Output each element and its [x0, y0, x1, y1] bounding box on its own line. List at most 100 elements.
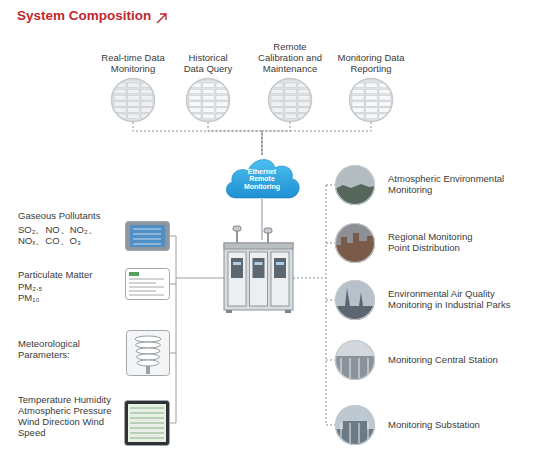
photo-image	[335, 405, 375, 445]
screenshot-cell	[285, 114, 297, 119]
arrow-head	[160, 14, 166, 20]
screenshot-cell	[203, 89, 215, 94]
display-row	[130, 428, 164, 429]
screenshot-cell	[189, 102, 201, 107]
uplink-wire	[262, 199, 263, 240]
bracket-wire	[326, 185, 335, 186]
screenshot-cell	[285, 108, 297, 113]
screenshot-bg	[111, 78, 155, 122]
screenshot-cell	[141, 95, 153, 100]
screen-line	[133, 229, 161, 230]
node-label: Temperature Humidity Atmospheric Pressur…	[18, 395, 116, 439]
screenshot-cell	[128, 108, 140, 113]
photo-node: Historical Data Query	[186, 78, 230, 122]
screenshot-image	[349, 78, 393, 122]
connector-line	[208, 122, 262, 155]
device-frame	[126, 269, 170, 300]
photo-node: Monitoring Substation	[335, 405, 375, 445]
screenshot-cell	[203, 83, 215, 88]
screen-line	[133, 234, 161, 235]
cabinet-screen	[233, 262, 241, 265]
screenshot-cell	[114, 102, 126, 107]
photo-sky	[335, 405, 375, 445]
node-shape	[335, 340, 375, 380]
cloud-shape	[226, 160, 299, 198]
bracket-wire	[326, 243, 335, 244]
cabinet-window	[231, 258, 243, 278]
cloud-node: Ethernet Remote Monitoring	[222, 155, 302, 199]
screenshot-image	[111, 78, 155, 122]
node-label: Monitoring Data Reporting	[334, 53, 408, 75]
screen-line	[133, 244, 161, 245]
screenshot-cell	[366, 102, 378, 107]
screenshot-cell	[203, 95, 215, 100]
left-bracket	[170, 236, 224, 423]
photo-detail	[341, 358, 342, 378]
node-circle	[187, 79, 230, 122]
sensor-plate	[135, 336, 161, 342]
cabinet-screen	[255, 262, 263, 265]
screen-line	[133, 239, 161, 240]
node-shape	[349, 78, 393, 122]
screenshot-cell	[352, 95, 364, 100]
photo-detail	[350, 358, 351, 378]
photo-node: Monitoring Data Reporting	[349, 78, 393, 122]
display-row	[130, 418, 164, 419]
bracket-wire	[170, 353, 176, 354]
screenshot-cell	[366, 89, 378, 94]
node-label: Regional Monitoring Point Distribution	[388, 232, 488, 254]
node-shape	[124, 400, 170, 446]
device-node: Temperature Humidity Atmospheric Pressur…	[124, 400, 170, 446]
photo-sky	[335, 280, 375, 320]
cabinet-door	[228, 252, 246, 306]
device-node: Meteorological Parameters:	[126, 330, 170, 376]
screenshot-cell	[366, 83, 378, 88]
screenshot-cell	[285, 102, 297, 107]
sensor-plate	[136, 348, 160, 354]
node-label: Real-time Data Monitoring	[97, 53, 169, 75]
photo-detail	[359, 423, 360, 443]
sensor-plate	[136, 342, 161, 348]
screenshot-cell	[203, 108, 215, 113]
bracket-wire	[170, 284, 176, 285]
screenshot-cell	[298, 102, 310, 107]
sensor-plate	[137, 354, 160, 360]
node-shape	[268, 78, 312, 122]
screenshot-cell	[114, 89, 126, 94]
screenshot-cell	[128, 83, 140, 88]
node-label: Meteorological Parameters:	[18, 339, 98, 361]
device-frame	[125, 401, 170, 446]
monitoring-cabinet	[224, 226, 293, 313]
node-label: Gaseous Pollutants	[18, 211, 118, 222]
node-circle	[336, 281, 375, 320]
screenshot-cell	[366, 108, 378, 113]
screenshot-cell	[271, 89, 283, 94]
node-label: Monitoring Substation	[388, 420, 533, 431]
cabinet-door	[250, 252, 268, 306]
screenshot-cell	[203, 114, 215, 119]
photo-ground	[335, 288, 375, 320]
screenshot-cell	[285, 89, 297, 94]
connector-line	[133, 122, 262, 155]
screenshot-cell	[379, 102, 391, 107]
device-node: Particulate MatterPM₂.₅ PM₁₀	[125, 268, 170, 300]
connector-line	[262, 122, 371, 155]
screenshot-cell	[271, 95, 283, 100]
screenshot-cell	[141, 102, 153, 107]
cabinet-window	[274, 258, 286, 278]
print-line	[129, 295, 164, 296]
title-arrow	[157, 14, 166, 23]
print-line	[129, 283, 156, 284]
screenshot-cell	[352, 89, 364, 94]
photo-sky	[335, 340, 375, 380]
photo-ground	[335, 233, 375, 263]
diagram-title: System Composition	[17, 8, 151, 23]
photo-image	[335, 340, 375, 380]
screenshot-cell	[366, 114, 378, 119]
screenshot-bg	[349, 78, 393, 122]
screenshot-cell	[128, 95, 140, 100]
node-circle	[336, 406, 375, 445]
cabinet-body	[224, 243, 293, 310]
bracket-wire	[326, 360, 335, 361]
